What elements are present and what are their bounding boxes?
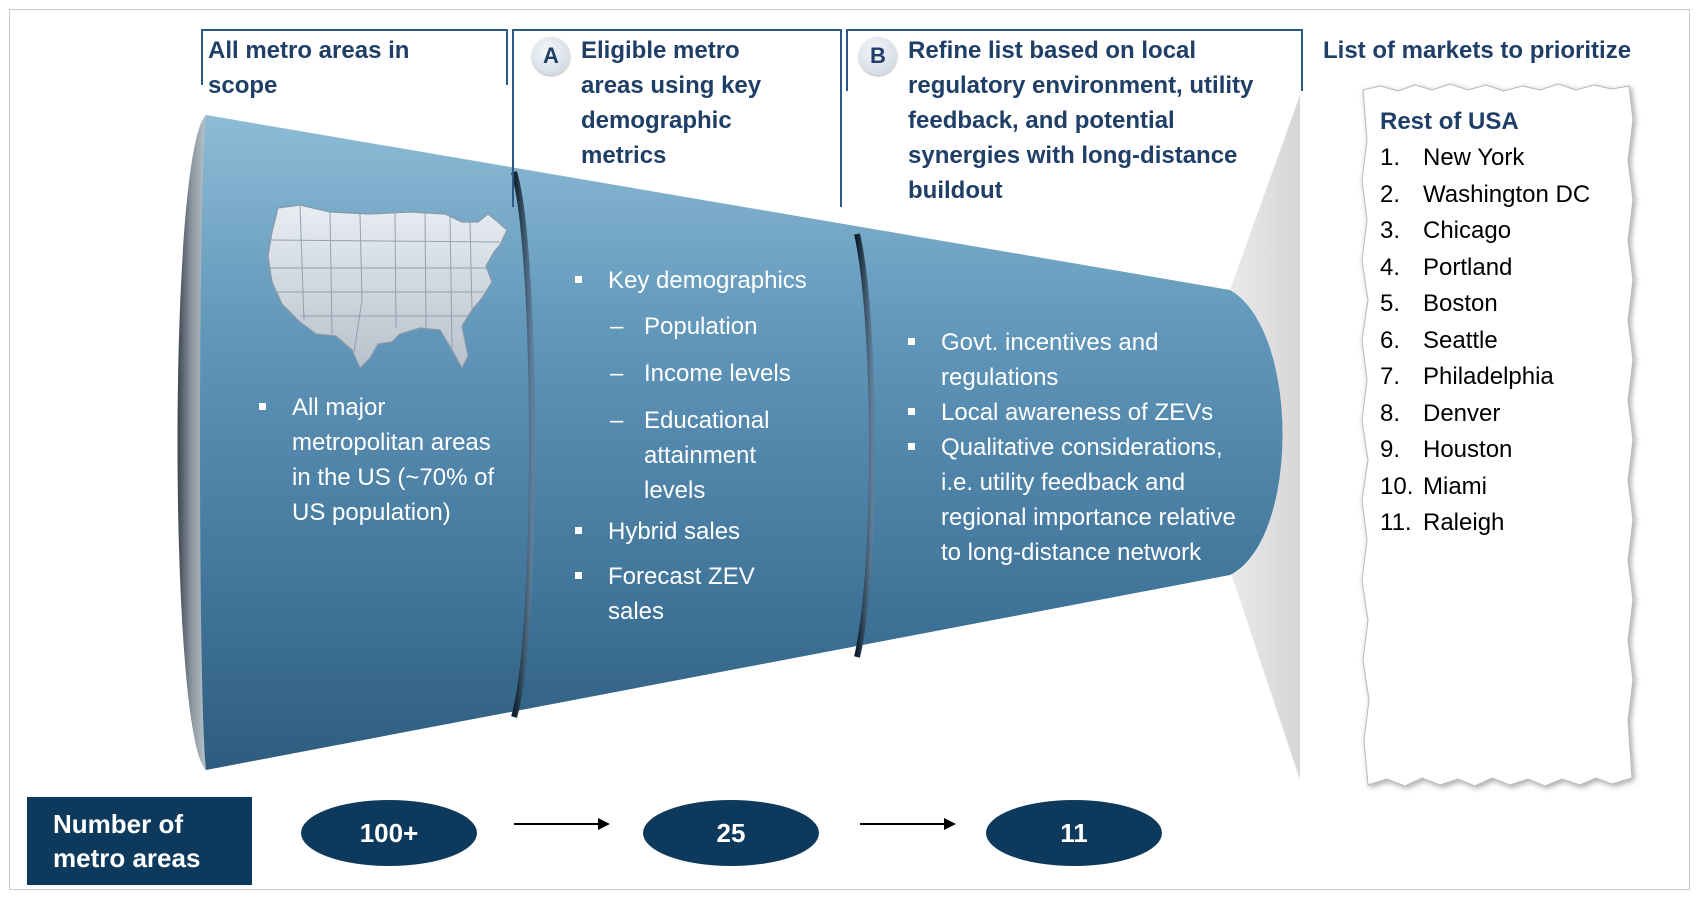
count-stage3: 11: [986, 800, 1162, 866]
stage-a-badge: A: [532, 37, 570, 75]
market-rank: 8.: [1380, 399, 1401, 427]
market-rank: 7.: [1380, 363, 1401, 390]
arrow-right-icon: [514, 818, 610, 830]
market-name: Miami: [1423, 472, 1487, 500]
market-item: 10. Miami: [1380, 469, 1590, 506]
market-item: 6. Seattle: [1380, 323, 1590, 360]
funnel-rim: [177, 115, 206, 770]
market-name: Boston: [1423, 290, 1498, 317]
stage-b-badge: B: [859, 37, 897, 75]
market-name: Washington DC: [1423, 180, 1591, 208]
count-stage1: 100+: [301, 800, 477, 866]
stage2-title: Eligible metro areas using key demograph…: [581, 37, 762, 169]
stage3-title: Refine list based on local regulatory en…: [908, 37, 1254, 204]
market-item: 4. Portland: [1380, 250, 1590, 287]
stage-separator-a: [511, 171, 535, 718]
stage3-bullets: Govt. incentives and regulations Local a…: [905, 325, 1255, 570]
count-stage2: 25: [643, 800, 819, 866]
market-list-subheading: Rest of USA: [1380, 108, 1519, 135]
usa-state-lines: [269, 205, 501, 353]
stage-separator-b: [854, 233, 875, 658]
stage2-header-box: [512, 29, 842, 207]
market-rank: 10.: [1380, 472, 1414, 500]
stage1-header-box: [201, 29, 508, 85]
market-name: Seattle: [1423, 326, 1498, 354]
market-item: 9. Houston: [1380, 432, 1590, 469]
market-name: Denver: [1423, 399, 1501, 427]
market-name: Chicago: [1423, 217, 1512, 244]
stage3-bullet: Govt. incentives and regulations: [905, 325, 1161, 395]
market-item: 2. Washington DC: [1380, 177, 1590, 214]
stage1-title: All metro areas in scope: [208, 37, 410, 99]
market-rank: 11.: [1380, 509, 1412, 536]
stage2-bullets: Key demographics Population Income level…: [572, 263, 842, 629]
market-name: Philadelphia: [1423, 363, 1554, 390]
usa-map: [267, 204, 508, 370]
market-rank: 6.: [1380, 326, 1401, 354]
market-item: 3. Chicago: [1380, 213, 1590, 250]
stage1-bullets: All major metropolitan areas in the US (…: [256, 390, 496, 530]
market-name: New York: [1423, 144, 1525, 171]
market-name: Raleigh: [1423, 509, 1505, 536]
market-item: 11. Raleigh: [1380, 505, 1590, 542]
stage2-bullet: Hybrid sales: [572, 514, 842, 549]
stage2-bullet: Key demographics: [572, 263, 842, 298]
torn-paper: [1361, 83, 1634, 787]
market-rank: 1.: [1380, 144, 1401, 171]
arrow-right-icon: [860, 818, 956, 830]
stage3-bullet: Local awareness of ZEVs: [905, 395, 1255, 430]
market-item: 7. Philadelphia: [1380, 359, 1590, 396]
market-item: 1. New York: [1380, 140, 1590, 177]
stage2-sub-bullet: Educational attainment levels: [572, 403, 804, 508]
metro-count-label: Number of metro areas: [27, 797, 252, 885]
stage3-bullet: Qualitative considerations, i.e. utility…: [905, 430, 1241, 570]
stage2-bullet: Forecast ZEV sales: [572, 559, 783, 629]
market-name: Houston: [1423, 436, 1513, 463]
stage1-bullet: All major metropolitan areas in the US (…: [256, 390, 496, 530]
stage3-header-box: [846, 29, 1303, 91]
market-rank: 5.: [1380, 290, 1401, 317]
stage2-sub-bullet: Population: [572, 309, 842, 344]
market-list: Rest of USA 1. New York 2. Washington DC 3…: [1380, 103, 1590, 542]
market-rank: 4.: [1380, 253, 1401, 281]
market-rank: 3.: [1380, 217, 1401, 244]
market-item: 5. Boston: [1380, 286, 1590, 323]
market-name: Portland: [1423, 253, 1513, 281]
market-item: 8. Denver: [1380, 396, 1590, 433]
stage2-sub-bullet: Income levels: [572, 356, 842, 391]
market-rank: 9.: [1380, 436, 1401, 463]
markets-heading: List of markets to prioritize: [1323, 37, 1632, 64]
market-rank: 2.: [1380, 180, 1401, 208]
